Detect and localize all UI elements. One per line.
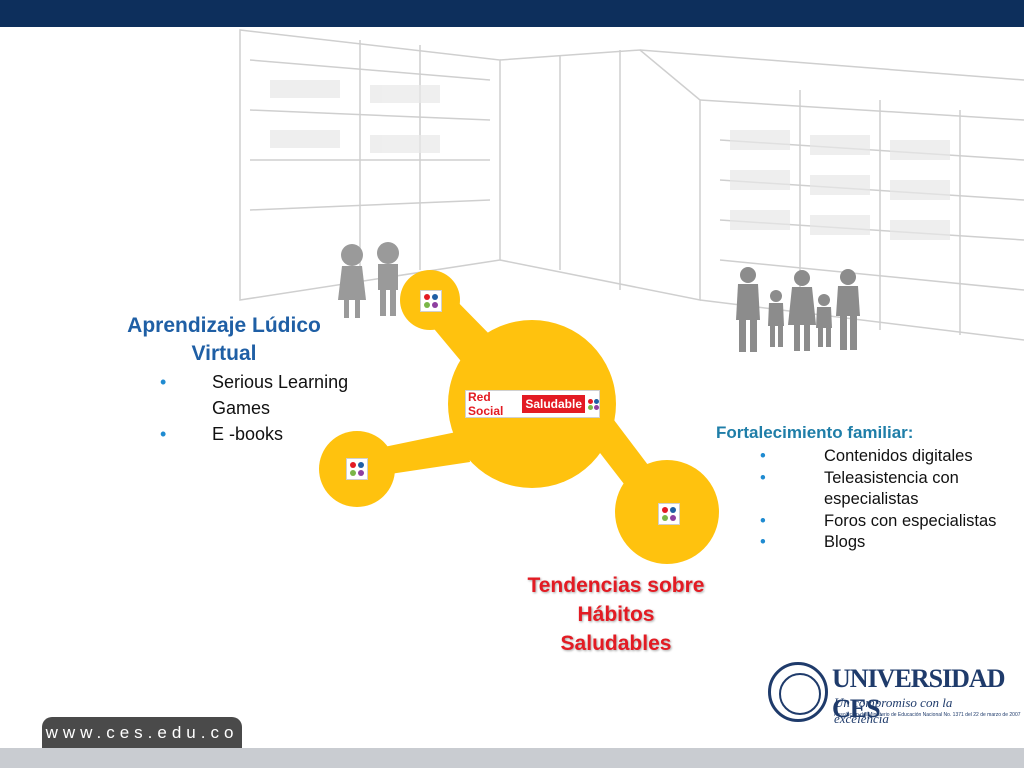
header-bar: [0, 0, 1024, 27]
left-title-line2: Virtual: [191, 342, 257, 365]
university-slogan: Un compromiso con la excelencia: [834, 695, 953, 726]
logo-text-part2: Saludable: [522, 395, 585, 413]
app-dots-icon: [346, 458, 368, 480]
list-item: Contenidos digitales: [760, 446, 1010, 468]
university-note: Resolución del Ministerio de Educación N…: [834, 712, 1021, 718]
bottom-block-title: Tendencias sobre Hábitos Saludables: [506, 571, 726, 658]
red-social-saludable-logo: Red Social Saludable: [465, 390, 600, 418]
bottom-title-line1: Tendencias sobre: [527, 574, 705, 597]
children-silhouette-icon: [338, 242, 399, 318]
list-item: E -books: [160, 421, 390, 447]
left-title-line1: Aprendizaje Lúdico: [127, 314, 321, 337]
footer-bar: [0, 748, 1024, 768]
bottom-title-line2: Hábitos: [577, 603, 655, 626]
university-name: UNIVERSIDAD CES: [832, 664, 1005, 723]
right-block-title: Fortalecimiento familiar:: [716, 423, 914, 442]
left-block-list: Serious Learning Games E -books: [160, 369, 390, 447]
bottom-title-line3: Saludables: [560, 632, 672, 655]
list-item: Blogs: [760, 532, 1010, 554]
logo-text-part1: Red Social: [468, 390, 504, 418]
list-item: Foros con especialistas: [760, 511, 1010, 533]
app-dots-icon: [658, 503, 680, 525]
list-item: Serious Learning Games: [160, 369, 390, 421]
university-logo: UNIVERSIDAD CES Un compromiso con la exc…: [760, 662, 1021, 726]
list-item: Teleasistencia con especialistas: [760, 468, 1010, 511]
family-silhouette-icon: [736, 267, 860, 352]
left-block-title: Aprendizaje Lúdico Virtual: [96, 312, 352, 368]
app-dots-icon: [420, 290, 442, 312]
right-block-list: Contenidos digitales Teleasistencia con …: [760, 446, 1010, 554]
app-dots-icon: [588, 398, 599, 410]
university-seal-icon: [768, 662, 828, 722]
website-url-tab[interactable]: www.ces.edu.co: [42, 717, 242, 749]
